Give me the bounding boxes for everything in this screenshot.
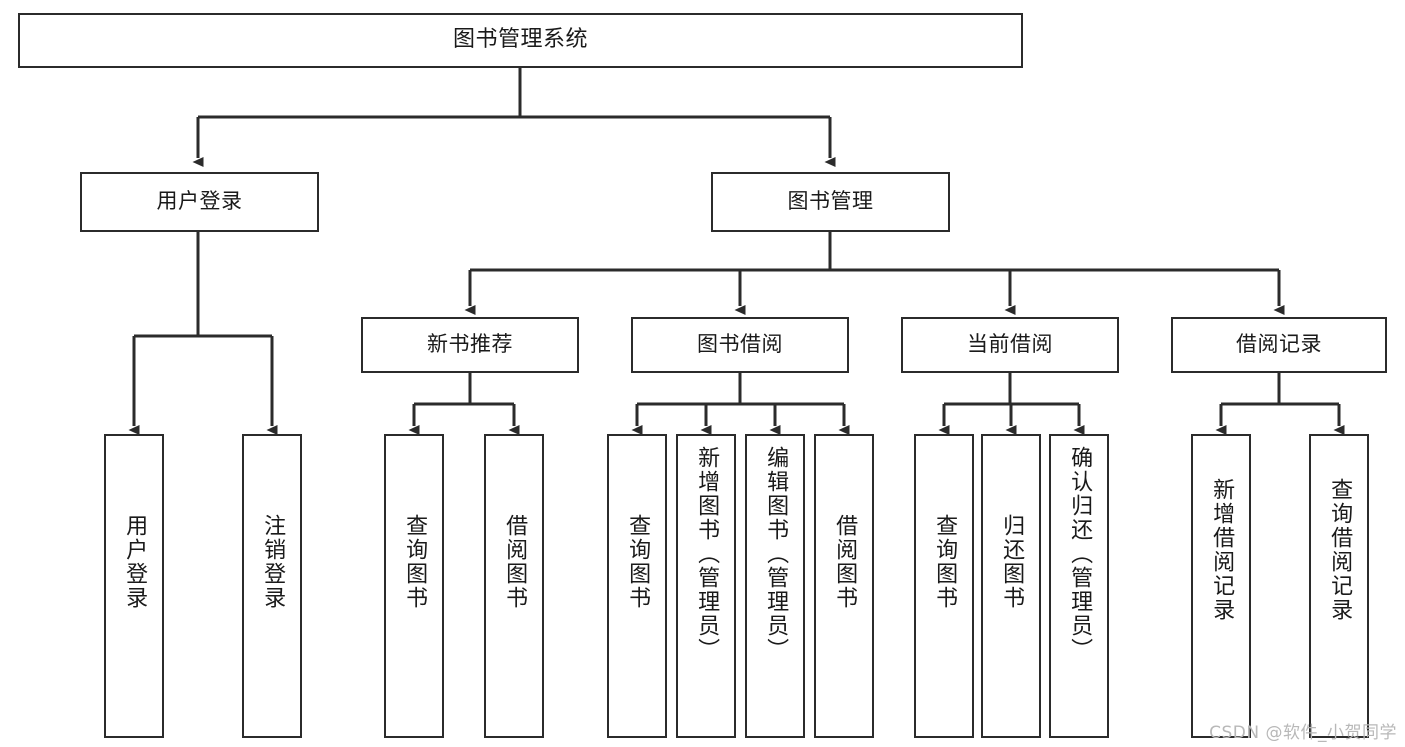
leaf-label: 查询图书	[932, 514, 958, 610]
node-current-borrow[interactable]: 当前借阅	[901, 317, 1119, 373]
node-user-login-label: 用户登录	[156, 189, 243, 214]
leaf-label: 查询借阅记录	[1327, 478, 1353, 622]
leaf-label: 借阅图书	[832, 514, 858, 610]
node-new-book-recommend[interactable]: 新书推荐	[361, 317, 579, 373]
leaf-label: 编辑图书（管理员）	[763, 446, 789, 662]
leaf-book-borrow-edit-book-admin[interactable]: 编辑图书（管理员）	[745, 434, 805, 738]
leaf-label: 确认归还（管理员）	[1067, 446, 1093, 662]
node-current-borrow-label: 当前借阅	[967, 332, 1053, 357]
node-book-borrow-label: 图书借阅	[697, 332, 783, 357]
node-user-login[interactable]: 用户登录	[80, 172, 319, 232]
leaf-current-borrow-confirm-return-admin[interactable]: 确认归还（管理员）	[1049, 434, 1109, 738]
node-book-management-label: 图书管理	[787, 189, 874, 214]
leaf-label: 借阅图书	[502, 514, 528, 610]
node-borrow-record[interactable]: 借阅记录	[1171, 317, 1387, 373]
node-book-borrow[interactable]: 图书借阅	[631, 317, 849, 373]
leaf-current-borrow-return-book[interactable]: 归还图书	[981, 434, 1041, 738]
leaf-new-book-borrow-book[interactable]: 借阅图书	[484, 434, 544, 738]
leaf-book-borrow-borrow-book[interactable]: 借阅图书	[814, 434, 874, 738]
leaf-current-borrow-query-book[interactable]: 查询图书	[914, 434, 974, 738]
leaf-user-login-logout[interactable]: 注销登录	[242, 434, 302, 738]
node-root-book-management-system[interactable]: 图书管理系统	[18, 13, 1023, 68]
leaf-label: 归还图书	[999, 514, 1025, 610]
leaf-label: 查询图书	[402, 514, 428, 610]
node-book-management[interactable]: 图书管理	[711, 172, 950, 232]
csdn-watermark: CSDN @软件_小贺同学	[1209, 723, 1397, 743]
leaf-user-login-login[interactable]: 用户登录	[104, 434, 164, 738]
node-new-book-recommend-label: 新书推荐	[427, 332, 513, 357]
leaf-borrow-record-query-record[interactable]: 查询借阅记录	[1309, 434, 1369, 738]
leaf-new-book-query-book[interactable]: 查询图书	[384, 434, 444, 738]
leaf-label: 查询图书	[625, 514, 651, 610]
leaf-label: 新增图书（管理员）	[694, 446, 720, 662]
leaf-book-borrow-add-book-admin[interactable]: 新增图书（管理员）	[676, 434, 736, 738]
leaf-label: 注销登录	[260, 514, 286, 610]
node-borrow-record-label: 借阅记录	[1236, 332, 1322, 357]
node-root-label: 图书管理系统	[452, 27, 588, 53]
leaf-label: 用户登录	[122, 514, 148, 610]
leaf-borrow-record-add-record[interactable]: 新增借阅记录	[1191, 434, 1251, 738]
leaf-label: 新增借阅记录	[1209, 478, 1235, 622]
leaf-book-borrow-query-book[interactable]: 查询图书	[607, 434, 667, 738]
